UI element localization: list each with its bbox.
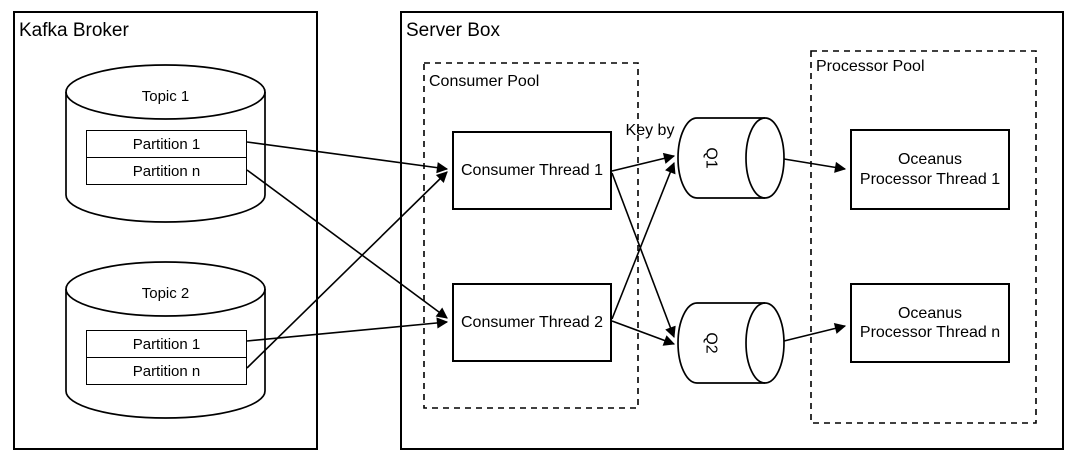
server-box: Server Box (400, 11, 1064, 450)
arrow-t2p1-to-ct2 (246, 317, 449, 342)
key-by-label: Key by (625, 122, 675, 139)
arrow-ct1-to-q1 (611, 152, 676, 172)
arrow-t2pn-to-ct1 (246, 171, 448, 369)
oceanus-processor-thread-n-node: Oceanus Processor Thread n (850, 283, 1010, 363)
oceanus-processor-thread-n-line2: Processor Thread n (859, 324, 1001, 341)
arrow-t1p1-to-ct1 (246, 141, 449, 174)
arrow-q1-to-opt1 (783, 158, 847, 173)
topic2-partition-1: Partition 1 (87, 331, 246, 358)
topic1-partition-table: Partition 1 Partition n (86, 130, 247, 185)
arrow-q2-to-optn (783, 322, 847, 342)
kafka-broker-box: Kafka Broker (13, 11, 318, 450)
arrow-ct1-to-q2 (611, 172, 676, 339)
topic1-partition-n: Partition n (87, 158, 246, 184)
oceanus-processor-thread-1-node: Oceanus Processor Thread 1 (850, 129, 1010, 210)
arrow-ct2-to-q2 (611, 320, 676, 346)
oceanus-processor-thread-1-line1: Oceanus (897, 151, 963, 169)
queue-q2-cylinder: Q2 (677, 302, 785, 384)
consumer-thread-2-label: Consumer Thread 2 (461, 313, 603, 331)
consumer-thread-1-label: Consumer Thread 1 (461, 161, 603, 179)
topic2-partition-table: Partition 1 Partition n (86, 330, 247, 385)
consumer-thread-2-node: Consumer Thread 2 (452, 283, 612, 362)
arrow-ct2-to-q1 (611, 161, 676, 320)
topic2-partition-n: Partition n (87, 358, 246, 384)
queue-q2-label: Q2 (703, 332, 720, 353)
oceanus-processor-thread-n-line1: Oceanus (897, 304, 963, 322)
processor-pool-box (810, 50, 1037, 424)
queue-q1-cylinder: Q1 (677, 117, 785, 199)
topic1-label: Topic 1 (141, 88, 190, 105)
kafka-broker-title: Kafka Broker (19, 20, 129, 41)
consumer-pool-title: Consumer Pool (429, 73, 540, 90)
topic2-label: Topic 2 (141, 285, 190, 302)
arrow-t1pn-to-ct2 (246, 169, 448, 319)
consumer-thread-1-node: Consumer Thread 1 (452, 131, 612, 210)
oceanus-processor-thread-1-line2: Processor Thread 1 (859, 170, 1001, 188)
queue-q1-label: Q1 (703, 147, 720, 168)
arrow-edges (246, 141, 847, 369)
consumer-pool-box (423, 62, 639, 409)
server-box-title: Server Box (406, 20, 500, 41)
processor-pool-title: Processor Pool (816, 58, 925, 75)
topic1-partition-1: Partition 1 (87, 131, 246, 158)
